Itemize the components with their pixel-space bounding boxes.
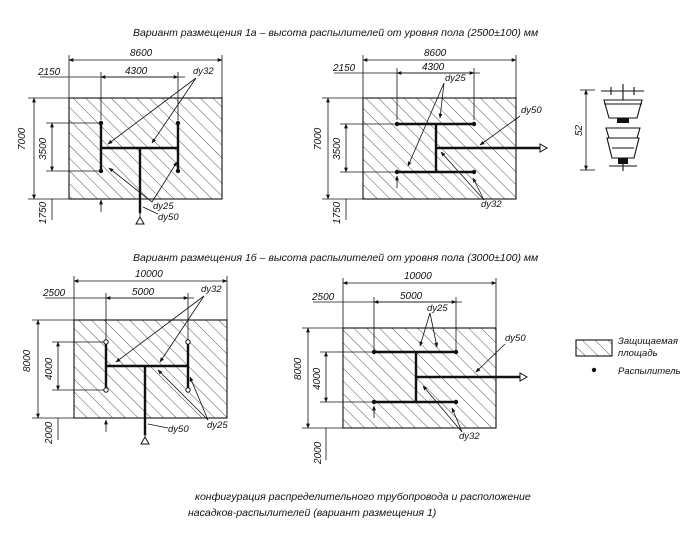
sprinkler-dot [175,168,181,174]
inlet-marker [519,372,529,382]
dim-height: 7000 [17,127,28,150]
dim-left-offset: 2150 [332,63,356,74]
dim-inner: 3500 [332,137,343,160]
diagram-1a-right: 8600 2150 4300 7000 3500 1750 dу25 dу50 … [313,48,549,224]
label-du50: dу50 [505,333,526,344]
dim-inner: 4000 [44,357,55,380]
diagram-1a-left: 8600 2150 4300 7000 3500 1750 dу32 [17,48,223,225]
sprinkler-dot [394,169,400,175]
dim-height: 8000 [22,349,33,372]
inlet-marker [135,215,145,225]
dim-width: 8600 [130,48,153,59]
dim-bottom-offset: 2000 [44,421,55,445]
dim-spacing: 5000 [132,287,155,298]
sprinkler-dot [371,349,377,355]
dim-bottom-offset: 2000 [313,441,324,465]
dim-bottom-offset: 1750 [332,201,343,224]
label-du25: dу25 [427,303,448,314]
title-variant-1a: Вариант размещения 1а – высота распылите… [133,27,538,39]
sprinkler-dot [471,169,477,175]
diagram-1b-right: 10000 2500 5000 8000 4000 2000 dу25 dу50… [293,271,529,465]
pipe-network [99,121,180,214]
sprinkler-dot [98,120,104,126]
dim-inner: 4000 [312,367,323,390]
label-du32: dу32 [481,199,502,210]
dim-height: 8000 [293,357,304,380]
sprinkler-dot [471,121,477,127]
dim-left-offset: 2500 [42,288,66,299]
dim-left-offset: 2500 [311,292,335,303]
dim-left-offset: 2150 [37,67,61,78]
dim-inner: 3500 [38,137,49,160]
sprinkler-elevation: 52 [574,84,644,171]
pipe-network [395,122,542,174]
label-du50: dу50 [158,212,179,223]
dim-width: 8600 [424,48,447,59]
dim-bottom-offset: 1750 [38,201,49,224]
legend-protected-line1: Защищаемая [618,336,678,347]
sprinkler-dot [371,399,377,405]
label-du25: dу25 [445,73,466,84]
protected-area [73,319,228,419]
dim-width: 10000 [135,269,163,280]
sprinkler-dot [185,387,191,393]
legend-sprinkler-dot [591,367,597,373]
caption-line-1: конфигурация распределительного трубопро… [195,491,531,503]
dim-spacing: 4300 [125,66,148,77]
dim-spacing: 4300 [422,62,445,73]
sprinkler-dot [453,399,459,405]
dim-height: 7000 [313,127,324,150]
dim-spacing: 5000 [400,291,423,302]
title-variant-1b: Вариант размещения 1б – высота распылите… [133,252,538,264]
label-du50: dу50 [168,424,189,435]
inlet-marker [140,435,150,445]
dim-sprinkler-height: 52 [574,124,585,136]
legend-sprinkler-label: Распылитель [618,366,680,377]
sprinkler-dot [394,121,400,127]
sprinkler-dot [103,339,109,345]
sprinkler-dot [103,387,109,393]
label-du50: dу50 [521,105,542,116]
label-du32: dу32 [193,66,214,77]
sprinkler-dot [453,349,459,355]
sprinkler-dot [175,120,181,126]
pipe-network [372,350,522,404]
label-du32: dу32 [201,284,222,295]
pipe-network [104,340,190,436]
label-du25: dу25 [207,420,228,431]
legend: Защищаемая площадь Распылитель [575,336,680,377]
dim-width: 10000 [404,271,432,282]
inlet-marker [539,143,549,153]
label-du32: dу32 [459,431,480,442]
caption-line-2: насадков-распылителей (вариант размещени… [188,507,436,519]
label-du25: dу25 [153,201,174,212]
diagram-1b-left: 10000 2500 5000 8000 4000 2000 dу32 dу25… [22,269,228,445]
legend-protected-line2: площадь [618,348,658,359]
sprinkler-dot [98,168,104,174]
sprinkler-dot [185,339,191,345]
legend-protected-swatch [575,339,613,357]
